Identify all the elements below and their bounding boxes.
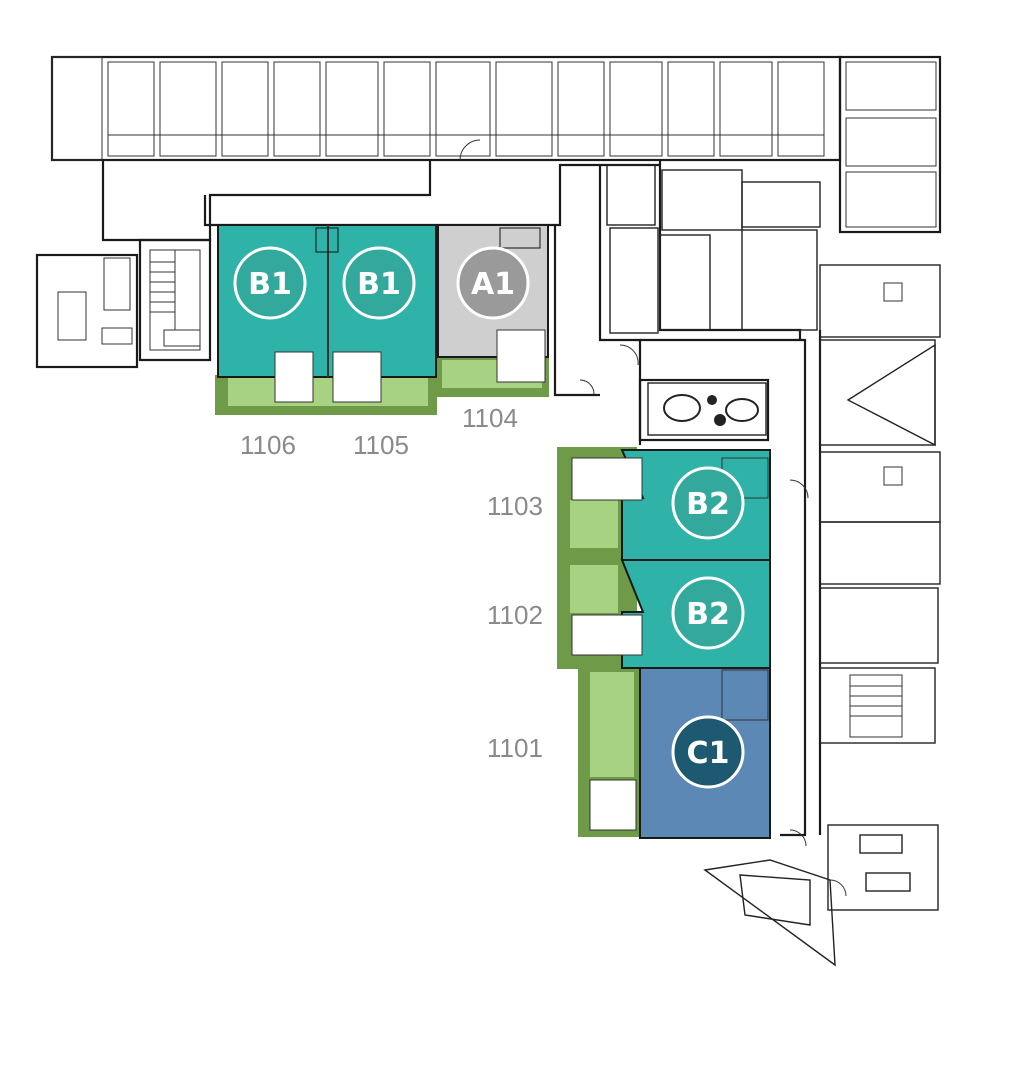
unit-label-1104: 1104 (462, 403, 518, 433)
unit-label-1101: 1101 (487, 733, 543, 763)
stair-icon (149, 249, 201, 351)
unit-label-1105: 1105 (353, 430, 409, 460)
svg-text:B2: B2 (686, 597, 730, 632)
unit-badge-1104[interactable]: A1 (456, 246, 530, 320)
terraces (215, 355, 640, 837)
svg-text:B1: B1 (357, 267, 401, 302)
svg-text:B2: B2 (686, 487, 730, 522)
unit-badge-1105[interactable]: B1 (342, 246, 416, 320)
unit-label-1102: 1102 (487, 600, 543, 630)
svg-text:B1: B1 (248, 267, 292, 302)
unit-labels: 1106 1105 1104 1103 1102 1101 (240, 403, 543, 763)
svg-text:A1: A1 (471, 267, 515, 302)
planter-icon (647, 382, 767, 436)
unit-label-1106: 1106 (240, 430, 296, 460)
unit-badge-1103[interactable]: B2 (671, 466, 745, 540)
unit-badge-1102[interactable]: B2 (671, 576, 745, 650)
unit-details (274, 225, 769, 831)
unit-label-1103: 1103 (487, 491, 543, 521)
door-swing-icon (459, 139, 847, 897)
elevator-icon (849, 674, 903, 738)
unit-badge-1101[interactable]: C1 (671, 715, 745, 789)
building-outline (35, 55, 942, 967)
unit-badge-1106[interactable]: B1 (233, 246, 307, 320)
unit-badges: B1 B1 A1 B2 B2 C1 (233, 246, 745, 789)
svg-text:C1: C1 (687, 736, 730, 771)
